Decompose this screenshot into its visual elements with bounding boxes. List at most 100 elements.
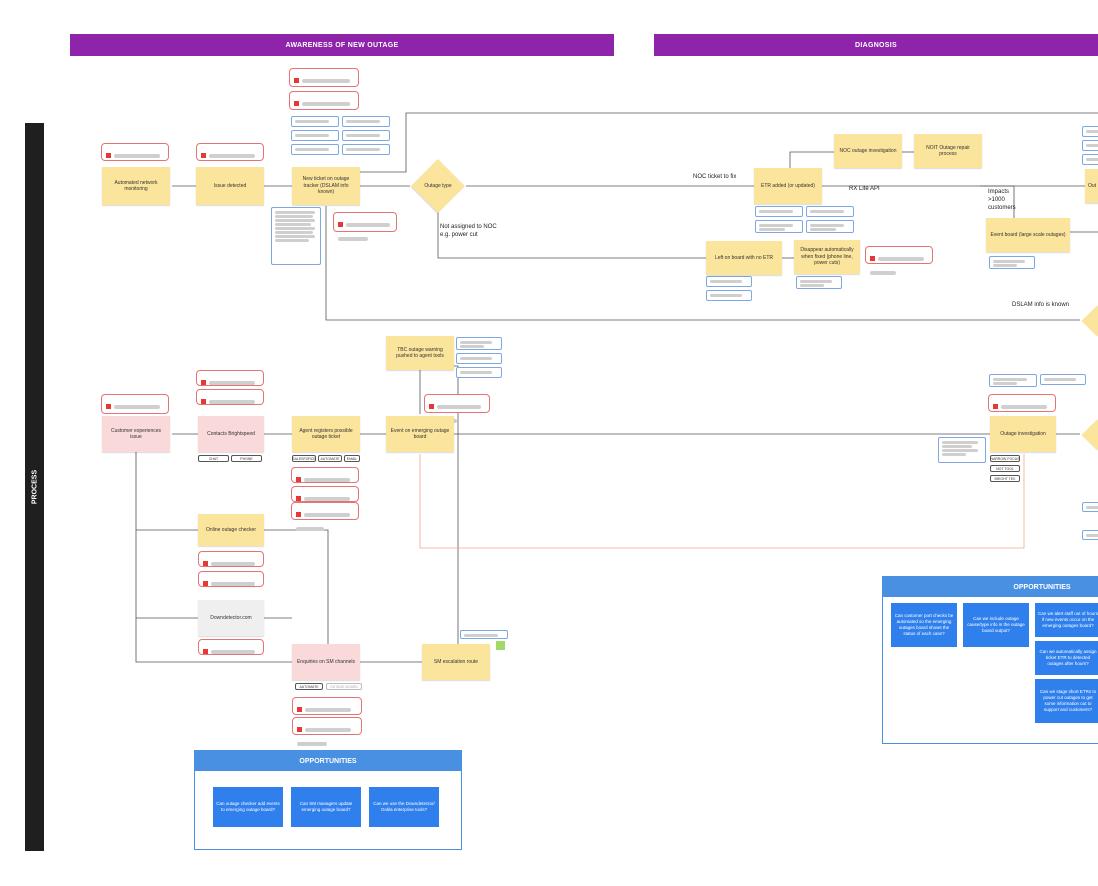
node-left-on-board[interactable]: Left on board with no ETR [706, 241, 782, 275]
opportunity-card[interactable]: Can we use the Downdetector/ Ookla enter… [369, 787, 439, 827]
node-label: SM escalation route [433, 658, 479, 665]
info-card[interactable] [456, 337, 502, 350]
info-card[interactable] [806, 220, 854, 233]
pain-point-card[interactable] [291, 502, 359, 531]
info-card[interactable] [796, 276, 842, 289]
opportunity-card[interactable]: Can customer port checks be automated so… [891, 603, 957, 647]
node-agent-registers[interactable]: Agent registers possible outage ticket [292, 416, 360, 452]
node-noc-investigation[interactable]: NOC outage investigation [834, 134, 902, 168]
pain-point-card[interactable] [196, 389, 264, 405]
pain-point-card[interactable] [291, 486, 359, 502]
node-new-ticket[interactable]: New ticket on outage tracker (DSLAM info… [292, 167, 360, 205]
pain-point-card[interactable] [289, 91, 359, 120]
info-card[interactable] [755, 220, 803, 233]
pain-point-icon [201, 153, 206, 159]
node-outage-investigation[interactable]: Outage investigation [990, 416, 1056, 452]
node-label: Downdetector.com [210, 614, 252, 621]
info-card[interactable] [706, 276, 752, 287]
node-event-board[interactable]: Event board (large scale outages) [986, 218, 1070, 252]
pain-point-card[interactable] [292, 717, 362, 746]
node-label: Issue detected [213, 182, 247, 189]
pain-point-card[interactable] [198, 639, 264, 655]
info-card[interactable] [706, 290, 752, 301]
node-label: NOC outage investigation [839, 147, 897, 154]
opportunity-card[interactable]: Can we automatically assign ticket ETR t… [1035, 641, 1098, 675]
node-etr-added[interactable]: ETR added (or updated) [754, 168, 822, 204]
opportunity-card[interactable]: Can we stage short ETRs to power cut out… [1035, 679, 1098, 723]
info-card[interactable] [342, 116, 390, 127]
node-outage-cut[interactable]: Out [1085, 169, 1098, 203]
node-issue-detected[interactable]: Issue detected [196, 167, 264, 205]
pain-point-card[interactable] [101, 143, 169, 161]
pain-point-card[interactable] [333, 212, 397, 241]
swimlane-label: PROCESS [31, 469, 38, 505]
node-disappear-automatically[interactable]: Disappear automatically when fixed (phon… [794, 240, 860, 274]
pain-point-card[interactable] [101, 394, 169, 423]
pain-point-card[interactable] [289, 68, 359, 87]
info-card[interactable] [1082, 126, 1098, 137]
node-label: Event on emerging outage board [390, 427, 450, 441]
info-card[interactable] [1082, 530, 1098, 540]
pain-point-card[interactable] [292, 697, 362, 715]
opportunity-card[interactable]: Can SM managers update emerging outage b… [291, 787, 361, 827]
pain-point-card[interactable] [196, 143, 264, 161]
tag-not-tool: NOT TOOL [990, 465, 1020, 472]
decision-partial[interactable] [1080, 305, 1098, 337]
node-label: New ticket on outage tracker (DSLAM info… [302, 176, 350, 196]
info-card[interactable] [755, 206, 803, 217]
pain-point-icon [203, 649, 208, 655]
node-label: Online outage checker [205, 526, 257, 533]
node-downdetector[interactable]: Downdetector.com [198, 600, 264, 636]
info-card[interactable] [1082, 140, 1098, 151]
info-card[interactable] [291, 144, 339, 155]
node-automated-monitoring[interactable]: Automated network monitoring [102, 167, 170, 205]
node-sm-escalation[interactable]: SM escalation route [422, 644, 490, 680]
node-label: Out [1088, 182, 1097, 189]
node-label: Contacts Brightspeed [207, 430, 255, 437]
node-online-outage-checker[interactable]: Online outage checker [198, 514, 264, 546]
opportunity-card[interactable]: Can we include outage cause/type info in… [963, 603, 1029, 647]
info-card[interactable] [806, 206, 854, 217]
pain-point-card[interactable] [196, 370, 264, 386]
info-card[interactable] [291, 116, 339, 127]
node-contacts-brightspeed[interactable]: Contacts Brightspeed [198, 416, 264, 452]
info-card[interactable] [456, 353, 502, 364]
phase-header-awareness: AWARENESS OF NEW OUTAGE [70, 34, 614, 56]
pain-point-icon [297, 707, 302, 713]
pain-point-icon [429, 404, 434, 410]
info-card[interactable] [291, 130, 339, 141]
info-card[interactable] [989, 256, 1035, 269]
pain-point-card[interactable] [198, 571, 264, 587]
node-enquiries-sm[interactable]: Enquiries on SM channels [292, 644, 360, 680]
opportunity-card[interactable]: Can we alert staff out of hours if new e… [1035, 603, 1098, 637]
tag-outage-board: OUTAGE BOARD [326, 683, 362, 690]
info-card[interactable] [1082, 502, 1098, 512]
pain-point-card[interactable] [865, 246, 933, 275]
pain-point-card[interactable] [291, 467, 359, 483]
node-label: Enquiries on SM channels [296, 658, 356, 665]
node-noit-repair[interactable]: NOIT Outage repair process [914, 134, 982, 168]
info-card[interactable] [271, 207, 321, 265]
pain-point-card[interactable] [988, 394, 1056, 423]
pain-point-card[interactable] [198, 551, 264, 567]
decision-partial[interactable] [1080, 419, 1098, 451]
info-card[interactable] [342, 144, 390, 155]
opportunity-card[interactable]: Can outage checker add events to emergin… [213, 787, 283, 827]
phase-awareness-label: AWARENESS OF NEW OUTAGE [285, 41, 399, 49]
info-card[interactable] [342, 130, 390, 141]
info-card[interactable] [456, 367, 502, 378]
info-card[interactable] [460, 630, 508, 639]
pain-point-card[interactable] [424, 394, 490, 423]
decision-outage-type[interactable]: Outage type [410, 159, 466, 213]
node-tbc-warning[interactable]: TBC outage warning pushed to agent tools [386, 336, 454, 370]
node-event-emerging-board[interactable]: Event on emerging outage board [386, 416, 454, 452]
tag-automate: AUTOMATE [318, 455, 342, 462]
opportunities-panel-left: OPPORTUNITIES Can outage checker add eve… [194, 750, 462, 850]
node-customer-issue[interactable]: Customer experiences issue [102, 416, 170, 452]
pain-point-icon [106, 153, 111, 159]
info-card[interactable] [938, 437, 986, 463]
tag-salesforce: SALESFORCE [292, 455, 316, 462]
info-card[interactable] [1082, 154, 1098, 165]
info-card[interactable] [1040, 374, 1086, 385]
info-card[interactable] [989, 374, 1037, 387]
